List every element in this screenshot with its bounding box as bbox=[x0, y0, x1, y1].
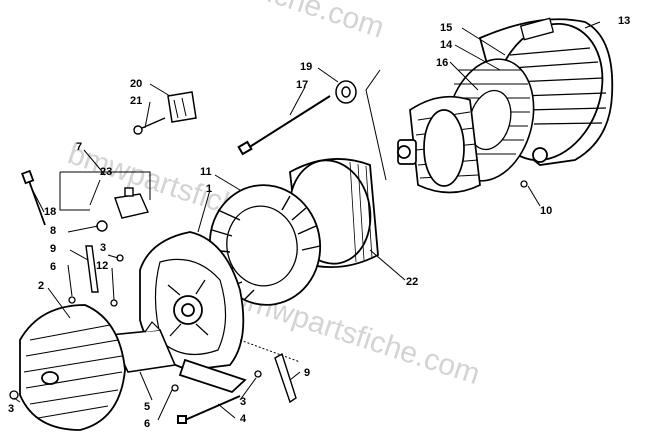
callout-8[interactable]: 8 bbox=[50, 225, 56, 237]
part-11-stator[interactable] bbox=[200, 176, 329, 313]
leader-lines bbox=[13, 21, 601, 421]
callout-3-lower[interactable]: 3 bbox=[240, 396, 246, 408]
part-16-armature[interactable] bbox=[397, 95, 481, 194]
part-20-brush-holder[interactable] bbox=[167, 91, 197, 123]
callout-12[interactable]: 12 bbox=[96, 260, 108, 272]
callout-10[interactable]: 10 bbox=[540, 205, 552, 217]
part-9-clip-left[interactable] bbox=[85, 245, 99, 293]
callout-14[interactable]: 14 bbox=[440, 39, 453, 51]
callout-21[interactable]: 21 bbox=[130, 95, 142, 107]
callout-6-lower[interactable]: 6 bbox=[144, 418, 150, 430]
part-18-wire-strap[interactable] bbox=[21, 169, 46, 226]
callout-20[interactable]: 20 bbox=[130, 78, 142, 90]
part-23-diode-assembly[interactable] bbox=[114, 187, 149, 219]
part-21-screw[interactable] bbox=[133, 117, 166, 135]
callout-3-left[interactable]: 3 bbox=[8, 403, 14, 415]
callout-17[interactable]: 17 bbox=[296, 79, 308, 91]
callout-23[interactable]: 23 bbox=[100, 166, 112, 178]
callout-5[interactable]: 5 bbox=[144, 401, 150, 413]
part-9-clip-right[interactable] bbox=[274, 352, 297, 404]
callout-22[interactable]: 22 bbox=[406, 276, 418, 288]
callout-18[interactable]: 18 bbox=[44, 206, 56, 218]
callout-4[interactable]: 4 bbox=[240, 413, 247, 425]
part-19-bearing[interactable] bbox=[335, 80, 357, 104]
callout-19[interactable]: 19 bbox=[300, 61, 312, 73]
callout-1[interactable]: 1 bbox=[206, 183, 212, 195]
callout-13[interactable]: 13 bbox=[618, 15, 630, 27]
small-screws[interactable] bbox=[9, 180, 528, 400]
part-17-through-bolt[interactable] bbox=[237, 95, 331, 156]
callout-7[interactable]: 7 bbox=[76, 141, 82, 153]
callout-16[interactable]: 16 bbox=[436, 57, 448, 69]
callout-6-left[interactable]: 6 bbox=[50, 261, 56, 273]
callout-9-left[interactable]: 9 bbox=[50, 243, 56, 255]
callout-2[interactable]: 2 bbox=[38, 280, 44, 292]
part-8-nut[interactable] bbox=[96, 220, 108, 232]
callout-9-right[interactable]: 9 bbox=[304, 367, 310, 379]
callout-15[interactable]: 15 bbox=[440, 22, 452, 34]
part-1-front-housing[interactable] bbox=[139, 231, 247, 394]
part-2-end-cover[interactable] bbox=[19, 304, 126, 431]
watermark-line-1: www.bmwpartsfiche.com bbox=[63, 0, 388, 45]
callout-labels: 1 2 3 3 3 4 5 6 6 7 8 9 9 10 11 12 13 14… bbox=[8, 15, 630, 430]
callout-11[interactable]: 11 bbox=[200, 166, 212, 178]
part-4-bolt[interactable] bbox=[177, 395, 241, 424]
callout-3-upper[interactable]: 3 bbox=[100, 242, 106, 254]
